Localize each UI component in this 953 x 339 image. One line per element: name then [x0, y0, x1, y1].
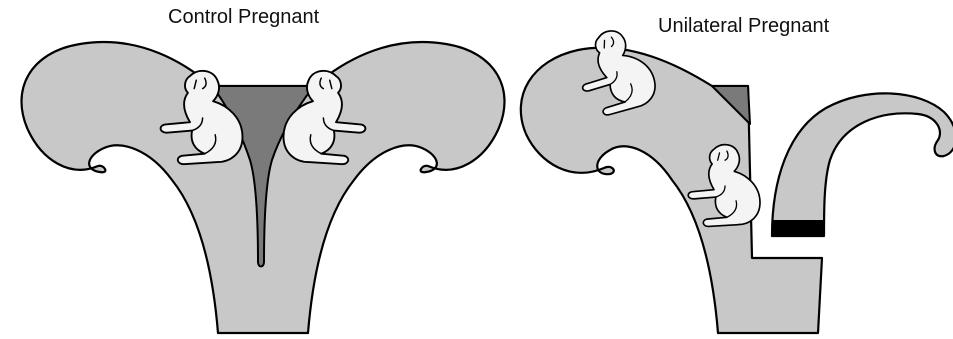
control-uterus — [21, 42, 504, 333]
unilateral-ligated-horn — [772, 93, 953, 236]
ligature-band — [772, 220, 824, 235]
unilateral-uterus — [521, 24, 953, 333]
